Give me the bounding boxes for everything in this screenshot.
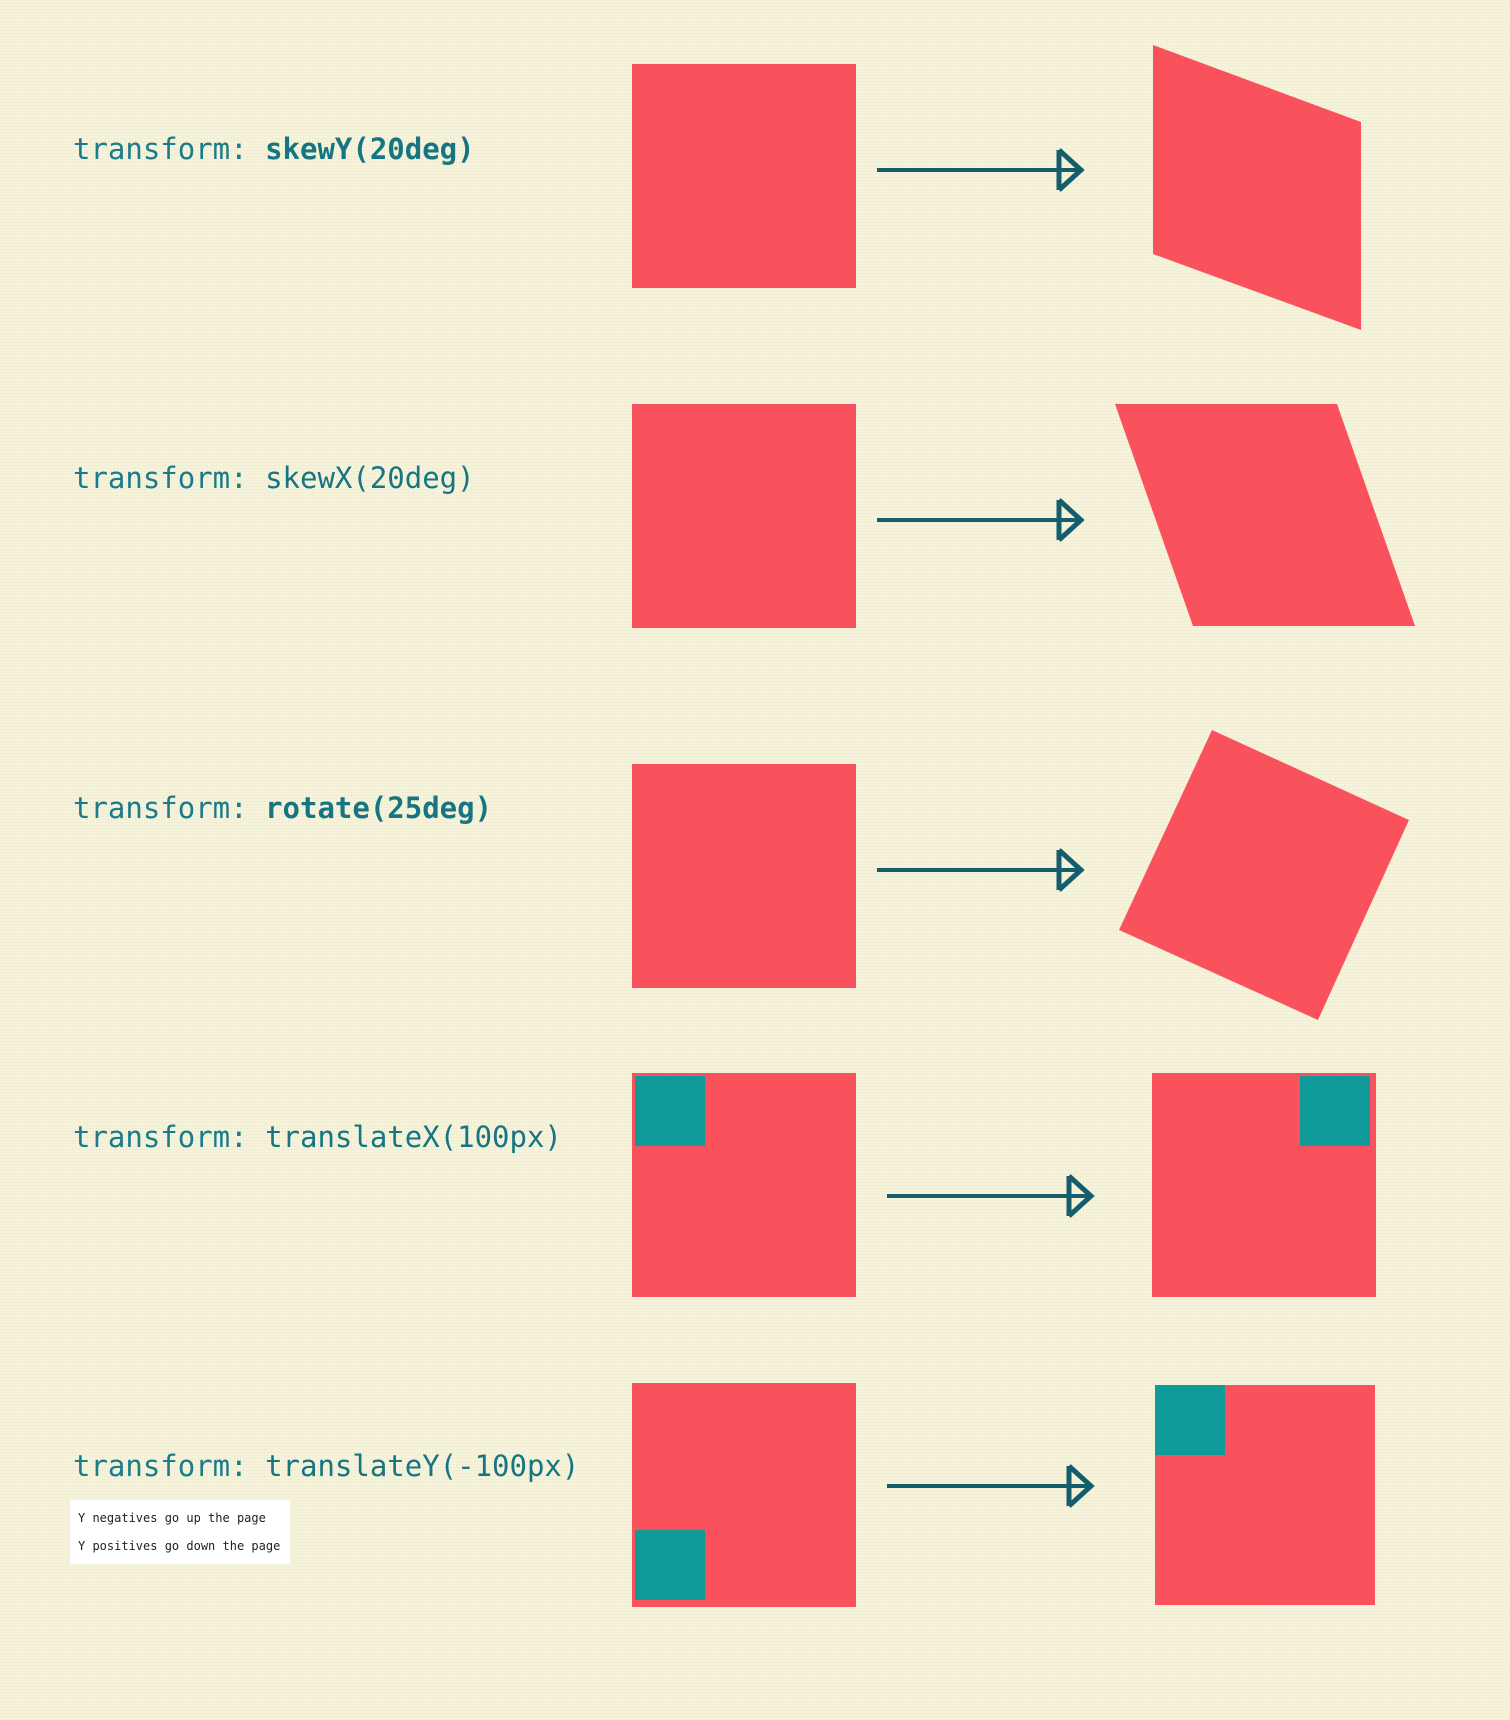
transform-keyword: transform: [73,461,266,495]
arrow-icon [887,1174,1095,1218]
original-box [632,764,856,988]
transform-keyword: transform: [73,791,266,825]
transform-label-translate-y: transform: translateY(-100px) [73,1452,579,1481]
transform-function: rotate(25deg) [265,791,493,825]
transform-function: translateX(100px) [265,1120,562,1154]
transform-label-translate-x: transform: translateX(100px) [73,1123,562,1152]
transformed-box [1119,730,1409,1020]
transformed-box [1153,45,1361,330]
note-line-negative: Y negatives go up the page [78,1511,266,1525]
inner-square [635,1530,705,1600]
transformed-box [1155,1385,1375,1605]
direction-note: Y negatives go up the page Y positives g… [70,1500,290,1564]
arrow-icon [877,848,1085,892]
inner-square [1155,1385,1225,1455]
transform-keyword: transform: [73,1120,266,1154]
transform-keyword: transform: [73,1449,266,1483]
note-line-positive: Y positives go down the page [78,1539,281,1553]
transform-label-rotate: transform: rotate(25deg) [73,794,492,823]
original-box [632,64,856,288]
transform-function: skewY(20deg) [265,132,475,166]
transform-keyword: transform: [73,132,266,166]
transformed-box [1115,404,1415,626]
original-box [632,404,856,628]
arrow-icon [877,498,1085,542]
transform-function: translateY(-100px) [265,1449,580,1483]
original-box [632,1383,856,1607]
arrow-icon [877,148,1085,192]
transform-label-skew-y: transform: skewY(20deg) [73,135,475,164]
transformed-box [1152,1073,1376,1297]
transform-label-skew-x: transform: skewX(20deg) [73,464,475,493]
transform-function: skewX(20deg) [265,461,475,495]
inner-square [635,1076,705,1146]
arrow-icon [887,1464,1095,1508]
inner-square [1300,1076,1370,1146]
original-box [632,1073,856,1297]
